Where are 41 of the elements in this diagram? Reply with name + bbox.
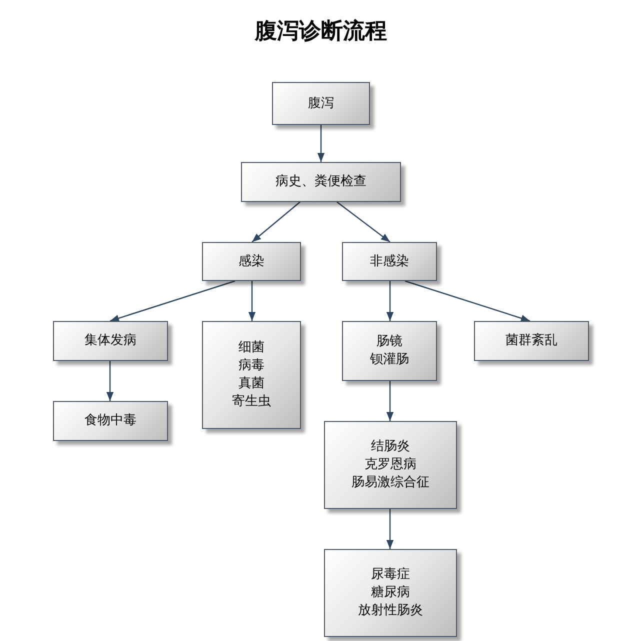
node-text: 集体发病 [84, 332, 136, 350]
process-box [53, 401, 168, 441]
node-text: 腹泻 [308, 94, 334, 112]
arrow [336, 202, 390, 242]
title: 腹泻诊断流程 [254, 17, 388, 46]
process-box [342, 242, 437, 281]
process-box [474, 321, 589, 361]
process-box [241, 162, 401, 202]
node-text: 放射性肠炎 [358, 602, 423, 620]
process-box [342, 321, 437, 381]
node-text: 寄生虫 [232, 393, 271, 411]
node-text: 尿毒症 [371, 566, 410, 584]
arrow [252, 202, 300, 242]
node-text: 细菌 [238, 339, 264, 357]
arrow [386, 281, 394, 321]
arrow [386, 381, 394, 421]
node-text: 食物中毒 [84, 412, 136, 430]
process-box [272, 82, 370, 125]
process-box [324, 549, 457, 637]
arrow [248, 281, 256, 321]
process-box [202, 321, 301, 429]
arrow [386, 509, 394, 549]
process-box [324, 421, 457, 509]
process-box [202, 242, 301, 281]
node-text: 钡灌肠 [370, 351, 409, 369]
node-text: 非感染 [370, 252, 409, 270]
arrow [404, 280, 530, 322]
node-text: 肠镜 [376, 333, 402, 351]
arrow [106, 361, 114, 401]
node-text: 肠易激综合征 [352, 474, 430, 492]
node-text: 克罗恩病 [364, 456, 416, 474]
node-text: 真菌 [238, 375, 264, 393]
node-text: 糖尿病 [371, 584, 410, 602]
arrow [317, 125, 325, 162]
node-text: 结肠炎 [371, 438, 410, 456]
node-text: 感染 [238, 252, 264, 270]
node-text: 菌群紊乱 [506, 332, 558, 350]
node-text: 病史、粪便检查 [276, 173, 366, 191]
process-box [53, 321, 168, 361]
node-text: 病毒 [238, 357, 264, 375]
arrow [110, 280, 236, 322]
